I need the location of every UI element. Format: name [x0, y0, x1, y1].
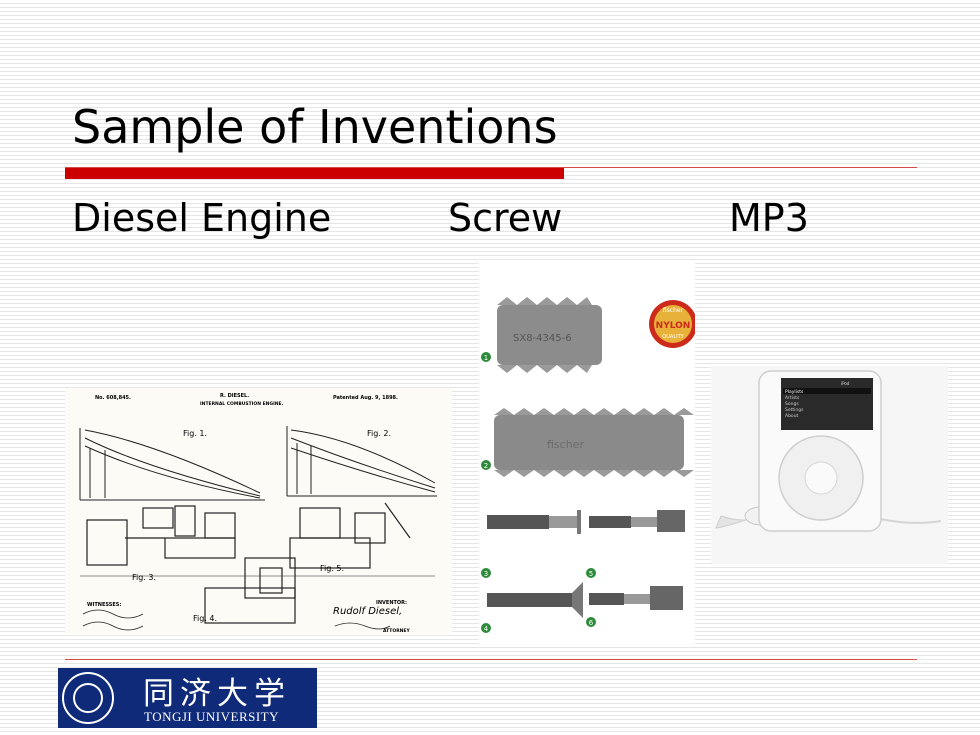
title-underline-accent	[65, 168, 564, 179]
label-diesel-engine: Diesel Engine	[72, 196, 332, 240]
logo-english-text: TONGJI UNIVERSITY	[144, 709, 280, 724]
svg-text:3: 3	[484, 570, 488, 578]
marker-6	[586, 617, 596, 627]
screw-drawing: SX8-4345-6 fischer NYLON QUALITY fischer	[481, 297, 695, 633]
markers: 1 2 3 4 5 6	[481, 352, 596, 633]
ipod-menu-item-1: Playlists	[785, 389, 804, 395]
label-mp3: MP3	[729, 196, 809, 240]
patent-fig3-label: Fig. 3.	[132, 573, 156, 582]
patent-inventor-signature: Rudolf Diesel,	[333, 606, 402, 617]
svg-text:1: 1	[484, 354, 488, 362]
marker-1	[481, 352, 491, 362]
patent-fig4-label: Fig. 4.	[193, 614, 217, 623]
patent-number: No. 608,845.	[95, 395, 131, 401]
marker-4	[481, 623, 491, 633]
marker-5	[586, 568, 596, 578]
title-underline-thin	[65, 167, 917, 168]
badge-main-text: NYLON	[656, 321, 691, 331]
patent-inventor-label: INVENTOR:	[376, 600, 407, 606]
diesel-patent-image: No. 608,845. R. DIESEL. Patented Aug. 9,…	[65, 388, 452, 634]
footer-rule	[65, 659, 917, 660]
ipod-menu-item-3: Songs	[785, 401, 799, 407]
ipod-drawing: iPod Playlists Artists Songs Settings Ab…	[715, 370, 942, 532]
ipod-center-button	[804, 461, 838, 495]
ipod-header-text: iPod	[841, 381, 850, 386]
patent-inventor-name: R. DIESEL.	[220, 393, 249, 399]
patent-fig5-label: Fig. 5.	[320, 564, 344, 573]
wall-plug-2-text: fischer	[547, 438, 584, 451]
patent-fig2-label: Fig. 2.	[367, 429, 391, 438]
tongji-university-logo: 同济大学 TONGJI UNIVERSITY	[58, 668, 317, 728]
marker-2	[481, 460, 491, 470]
logo-chinese-text: 同济大学	[143, 676, 291, 712]
ipod-menu-item-2: Artists	[785, 395, 800, 401]
screw-image: SX8-4345-6 fischer NYLON QUALITY fischer	[479, 260, 695, 645]
patent-device-title: INTERNAL COMBUSTION ENGINE.	[200, 401, 284, 407]
patent-date: Patented Aug. 9, 1898.	[333, 395, 398, 401]
ipod-screen	[781, 378, 873, 430]
svg-text:5: 5	[589, 570, 593, 578]
label-screw: Screw	[448, 196, 563, 240]
badge-top-text: fischer	[663, 307, 684, 314]
screw-set	[487, 510, 685, 618]
patent-fig1-label: Fig. 1.	[183, 429, 207, 438]
badge-bottom-text: QUALITY	[662, 334, 684, 340]
svg-text:6: 6	[589, 619, 594, 627]
wall-plug-1	[497, 305, 602, 365]
wall-plug-2	[494, 415, 684, 470]
patent-attorney-label: ATTORNEY	[383, 628, 411, 634]
university-seal-icon	[62, 672, 114, 724]
ipod-menu-item-4: Settings	[785, 407, 804, 413]
diesel-patent-drawing: No. 608,845. R. DIESEL. Patented Aug. 9,…	[79, 393, 437, 634]
wall-plug-1-text: SX8-4345-6	[513, 333, 572, 344]
patent-witnesses-label: WITNESSES:	[87, 602, 121, 608]
svg-text:4: 4	[484, 625, 489, 633]
mp3-ipod-image: iPod Playlists Artists Songs Settings Ab…	[711, 366, 948, 564]
svg-text:2: 2	[484, 462, 488, 470]
ipod-menu-item-5: About	[785, 413, 799, 419]
slide-title: Sample of Inventions	[72, 100, 558, 154]
marker-3	[481, 568, 491, 578]
